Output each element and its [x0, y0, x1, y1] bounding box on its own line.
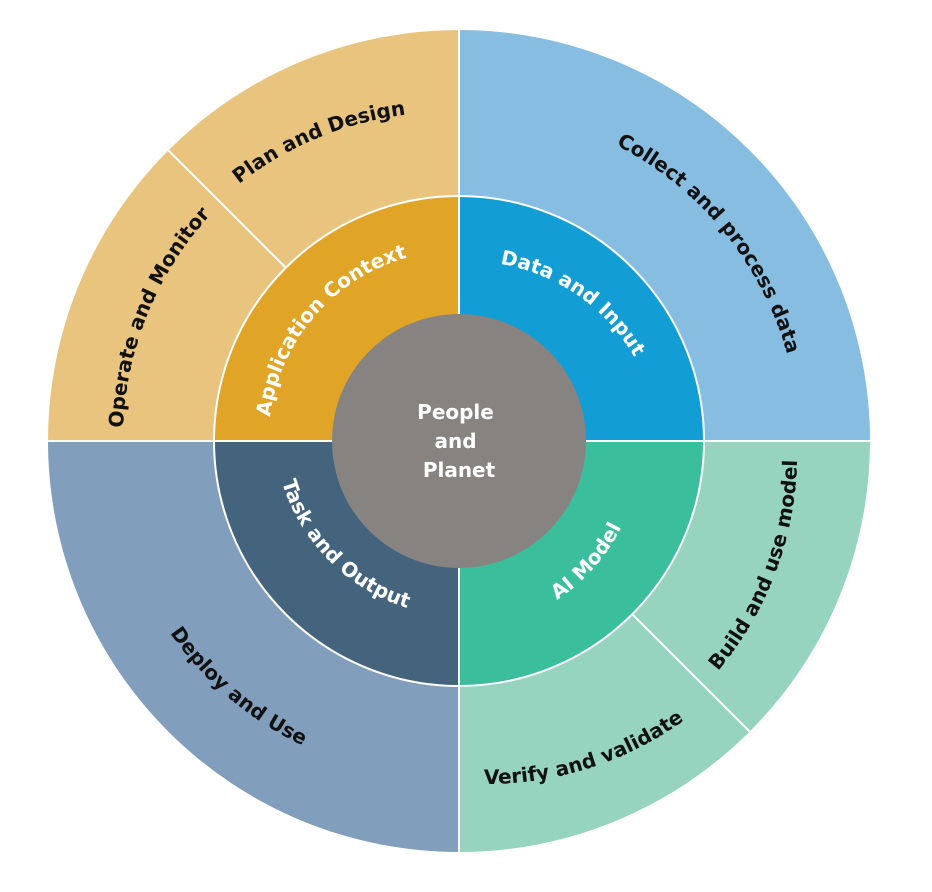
center-label-line-2: and — [434, 429, 476, 453]
center-circle — [332, 314, 586, 568]
center-label: People and Planet — [417, 400, 501, 482]
center-label-line-1: People — [417, 400, 494, 424]
center-label-line-3: Planet — [423, 458, 496, 482]
